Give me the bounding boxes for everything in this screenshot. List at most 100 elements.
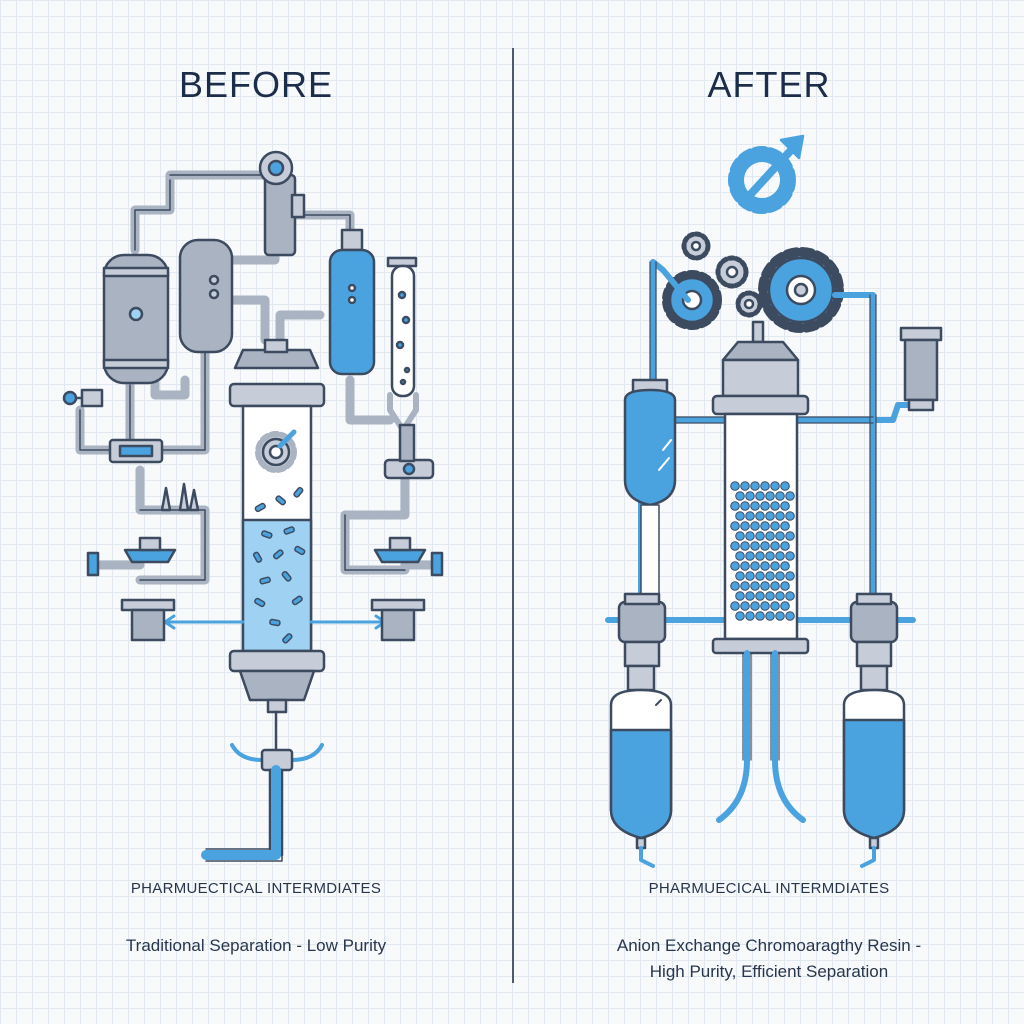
before-description: Traditional Separation - Low Purity <box>125 936 387 955</box>
resin-bead <box>745 571 755 581</box>
before-left-valve <box>62 388 164 464</box>
after-left-vessel <box>623 378 677 606</box>
resin-bead <box>735 511 745 521</box>
resin-bead <box>750 601 760 611</box>
resin-bead <box>745 611 755 621</box>
resin-bead <box>740 541 750 551</box>
resin-bead <box>780 481 790 491</box>
resin-bead <box>760 561 770 571</box>
resin-bead <box>730 561 740 571</box>
resin-bead <box>765 571 775 581</box>
resin-bead <box>770 481 780 491</box>
resin-bead <box>765 551 775 561</box>
resin-bead <box>770 601 780 611</box>
before-column-gear-icon <box>255 429 297 473</box>
after-panel: AFTER <box>513 0 1024 1024</box>
after-description-line-2: High Purity, Efficient Separation <box>649 962 889 981</box>
resin-bead <box>765 531 775 541</box>
before-outlet-valve <box>201 710 324 862</box>
after-outlet-tubes <box>716 650 806 823</box>
before-blue-vessel <box>328 228 376 376</box>
resin-bead <box>760 541 770 551</box>
resin-bead <box>735 571 745 581</box>
before-top-pump <box>258 150 306 257</box>
resin-bead <box>775 611 785 621</box>
resin-bead <box>750 521 760 531</box>
resin-bead <box>755 611 765 621</box>
before-test-tube <box>383 256 435 480</box>
resin-bead <box>730 501 740 511</box>
resin-bead <box>765 611 775 621</box>
resin-bead <box>745 531 755 541</box>
resin-bead <box>760 601 770 611</box>
resin-bead <box>785 611 795 621</box>
resin-bead <box>735 491 745 501</box>
center-divider <box>512 48 514 983</box>
resin-bead <box>780 541 790 551</box>
resin-bead <box>755 531 765 541</box>
resin-bead <box>780 561 790 571</box>
resin-bead <box>740 481 750 491</box>
resin-bead <box>760 481 770 491</box>
resin-bead <box>750 481 760 491</box>
resin-bead <box>740 521 750 531</box>
resin-bead <box>740 501 750 511</box>
before-panel: BEFORE <box>62 64 444 955</box>
resin-bead <box>745 591 755 601</box>
resin-bead <box>765 491 775 501</box>
resin-bead <box>735 551 745 561</box>
after-heading: AFTER <box>707 64 831 105</box>
after-collection-bottle-right <box>842 664 906 868</box>
resin-bead <box>760 501 770 511</box>
resin-bead <box>765 511 775 521</box>
resin-bead <box>745 491 755 501</box>
resin-bead <box>770 561 780 571</box>
resin-bead <box>750 501 760 511</box>
resin-bead <box>785 551 795 561</box>
resin-bead <box>755 511 765 521</box>
resin-bead <box>765 591 775 601</box>
after-description: Anion Exchange Chromoaragthy Resin - Hig… <box>513 933 1024 985</box>
resin-bead-bed <box>730 481 795 621</box>
resin-bead <box>730 601 740 611</box>
before-nozzles <box>160 482 200 512</box>
resin-bead <box>775 531 785 541</box>
before-separation-column <box>228 338 326 714</box>
resin-bead <box>755 591 765 601</box>
resin-bead <box>785 591 795 601</box>
resin-bead <box>770 541 780 551</box>
before-heading: BEFORE <box>178 64 334 105</box>
resin-bead <box>735 531 745 541</box>
gear-cluster <box>662 231 844 333</box>
resin-bead <box>780 501 790 511</box>
resin-bead <box>740 581 750 591</box>
resin-bead <box>735 591 745 601</box>
resin-bead <box>770 501 780 511</box>
resin-bead <box>755 551 765 561</box>
resin-bead <box>755 571 765 581</box>
resin-bead <box>775 491 785 501</box>
resin-bead <box>730 581 740 591</box>
after-resin-column <box>711 320 810 655</box>
ion-exchange-apparatus <box>605 134 943 868</box>
before-label: PHARMUECTICAL INTERMDIATES <box>130 880 382 897</box>
after-collection-bottle-left <box>609 664 673 868</box>
resin-bead <box>770 521 780 531</box>
before-pipe-outlines <box>79 174 406 581</box>
after-description-line-1: Anion Exchange Chromoaragthy Resin - <box>616 936 922 955</box>
resin-bead <box>770 581 780 591</box>
resin-bead <box>785 531 795 541</box>
resin-bead <box>745 511 755 521</box>
resin-bead <box>760 521 770 531</box>
resin-bead <box>785 571 795 581</box>
resin-bead <box>755 491 765 501</box>
resin-bead <box>785 511 795 521</box>
resin-bead <box>785 491 795 501</box>
resin-bead <box>735 611 745 621</box>
resin-bead <box>750 541 760 551</box>
resin-bead <box>730 521 740 531</box>
resin-bead <box>760 581 770 591</box>
resin-bead <box>775 571 785 581</box>
before-side-flanges <box>120 598 426 642</box>
resin-bead <box>750 581 760 591</box>
